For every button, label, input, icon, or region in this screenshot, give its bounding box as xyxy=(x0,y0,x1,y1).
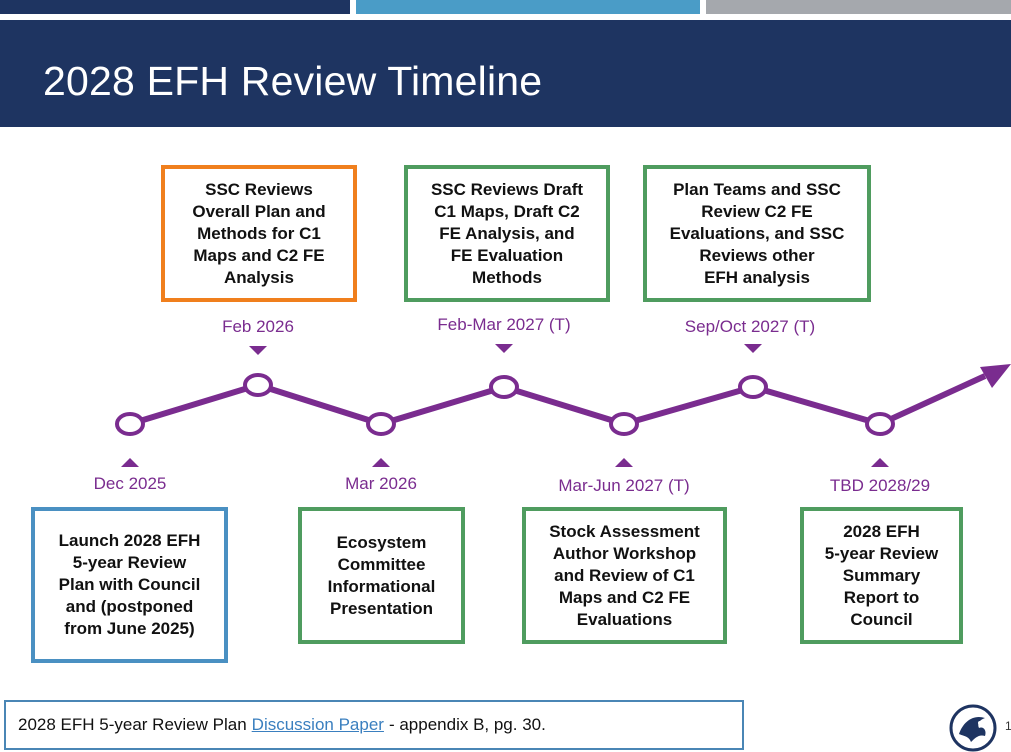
discussion-paper-link[interactable]: Discussion Paper xyxy=(251,715,384,734)
date-label-febmar2027: Feb-Mar 2027 (T) xyxy=(437,315,571,334)
milestone-box-dec2025: Launch 2028 EFH 5-year Review Plan with … xyxy=(31,507,228,663)
slide-title: 2028 EFH Review Timeline xyxy=(43,58,543,104)
footer-prefix: 2028 EFH 5-year Review Plan xyxy=(18,715,247,734)
timeline-node-feb2026 xyxy=(243,373,273,397)
date-label-mar2026: Mar 2026 xyxy=(345,474,417,493)
pointer-up-dec2025 xyxy=(121,458,139,467)
milestone-text-marjun2027: Stock Assessment Author Workshop and Rev… xyxy=(549,521,700,629)
top-accent-bar-gray xyxy=(706,0,1011,14)
timeline-node-febmar2027 xyxy=(489,375,519,399)
pointer-down-sepoct2027 xyxy=(744,344,762,353)
timeline-node-mar2026 xyxy=(366,412,396,436)
milestone-text-dec2025: Launch 2028 EFH 5-year Review Plan with … xyxy=(58,531,201,638)
milestone-box-mar2026: Ecosystem Committee Informational Presen… xyxy=(298,507,465,644)
milestone-text-mar2026: Ecosystem Committee Informational Presen… xyxy=(327,532,436,618)
milestone-text-febmar2027: SSC Reviews Draft C1 Maps, Draft C2 FE A… xyxy=(430,179,584,287)
pointer-up-marjun2027 xyxy=(615,458,633,467)
pointer-down-feb2026 xyxy=(249,346,267,355)
council-logo-icon xyxy=(949,704,997,752)
date-label-marjun2027: Mar-Jun 2027 (T) xyxy=(558,476,690,495)
date-label-tbd2028: TBD 2028/29 xyxy=(829,476,931,495)
date-label-feb2026: Feb 2026 xyxy=(222,317,294,336)
timeline-node-marjun2027 xyxy=(609,412,639,436)
top-accent-bar-blue xyxy=(356,0,700,14)
milestone-text-sepoct2027: Plan Teams and SSC Review C2 FE Evaluati… xyxy=(669,179,845,287)
pointer-up-tbd2028 xyxy=(871,458,889,467)
timeline-node-sepoct2027 xyxy=(738,375,768,399)
footer-suffix: - appendix B, pg. 30. xyxy=(388,715,546,734)
milestone-text-tbd2028: 2028 EFH 5-year Review Summary Report to… xyxy=(824,521,939,629)
footer-reference: 2028 EFH 5-year Review Plan Discussion P… xyxy=(4,700,744,750)
date-label-sepoct2027: Sep/Oct 2027 (T) xyxy=(684,317,816,336)
milestone-box-marjun2027: Stock Assessment Author Workshop and Rev… xyxy=(522,507,727,644)
milestone-box-febmar2027: SSC Reviews Draft C1 Maps, Draft C2 FE A… xyxy=(404,165,610,302)
milestone-box-sepoct2027: Plan Teams and SSC Review C2 FE Evaluati… xyxy=(643,165,871,302)
timeline-node-tbd2028 xyxy=(865,412,895,436)
timeline-arrowhead xyxy=(980,364,1011,388)
pointer-down-febmar2027 xyxy=(495,344,513,353)
timeline-node-dec2025 xyxy=(115,412,145,436)
top-accent-bar-navy xyxy=(0,0,350,14)
milestone-box-tbd2028: 2028 EFH 5-year Review Summary Report to… xyxy=(800,507,963,644)
date-label-dec2025: Dec 2025 xyxy=(93,474,167,493)
timeline-line xyxy=(129,373,987,427)
milestone-text-feb2026: SSC Reviews Overall Plan and Methods for… xyxy=(192,179,326,287)
page-number: 1 xyxy=(1005,719,1011,733)
title-banner xyxy=(0,20,1011,127)
pointer-up-mar2026 xyxy=(372,458,390,467)
milestone-box-feb2026: SSC Reviews Overall Plan and Methods for… xyxy=(161,165,357,302)
